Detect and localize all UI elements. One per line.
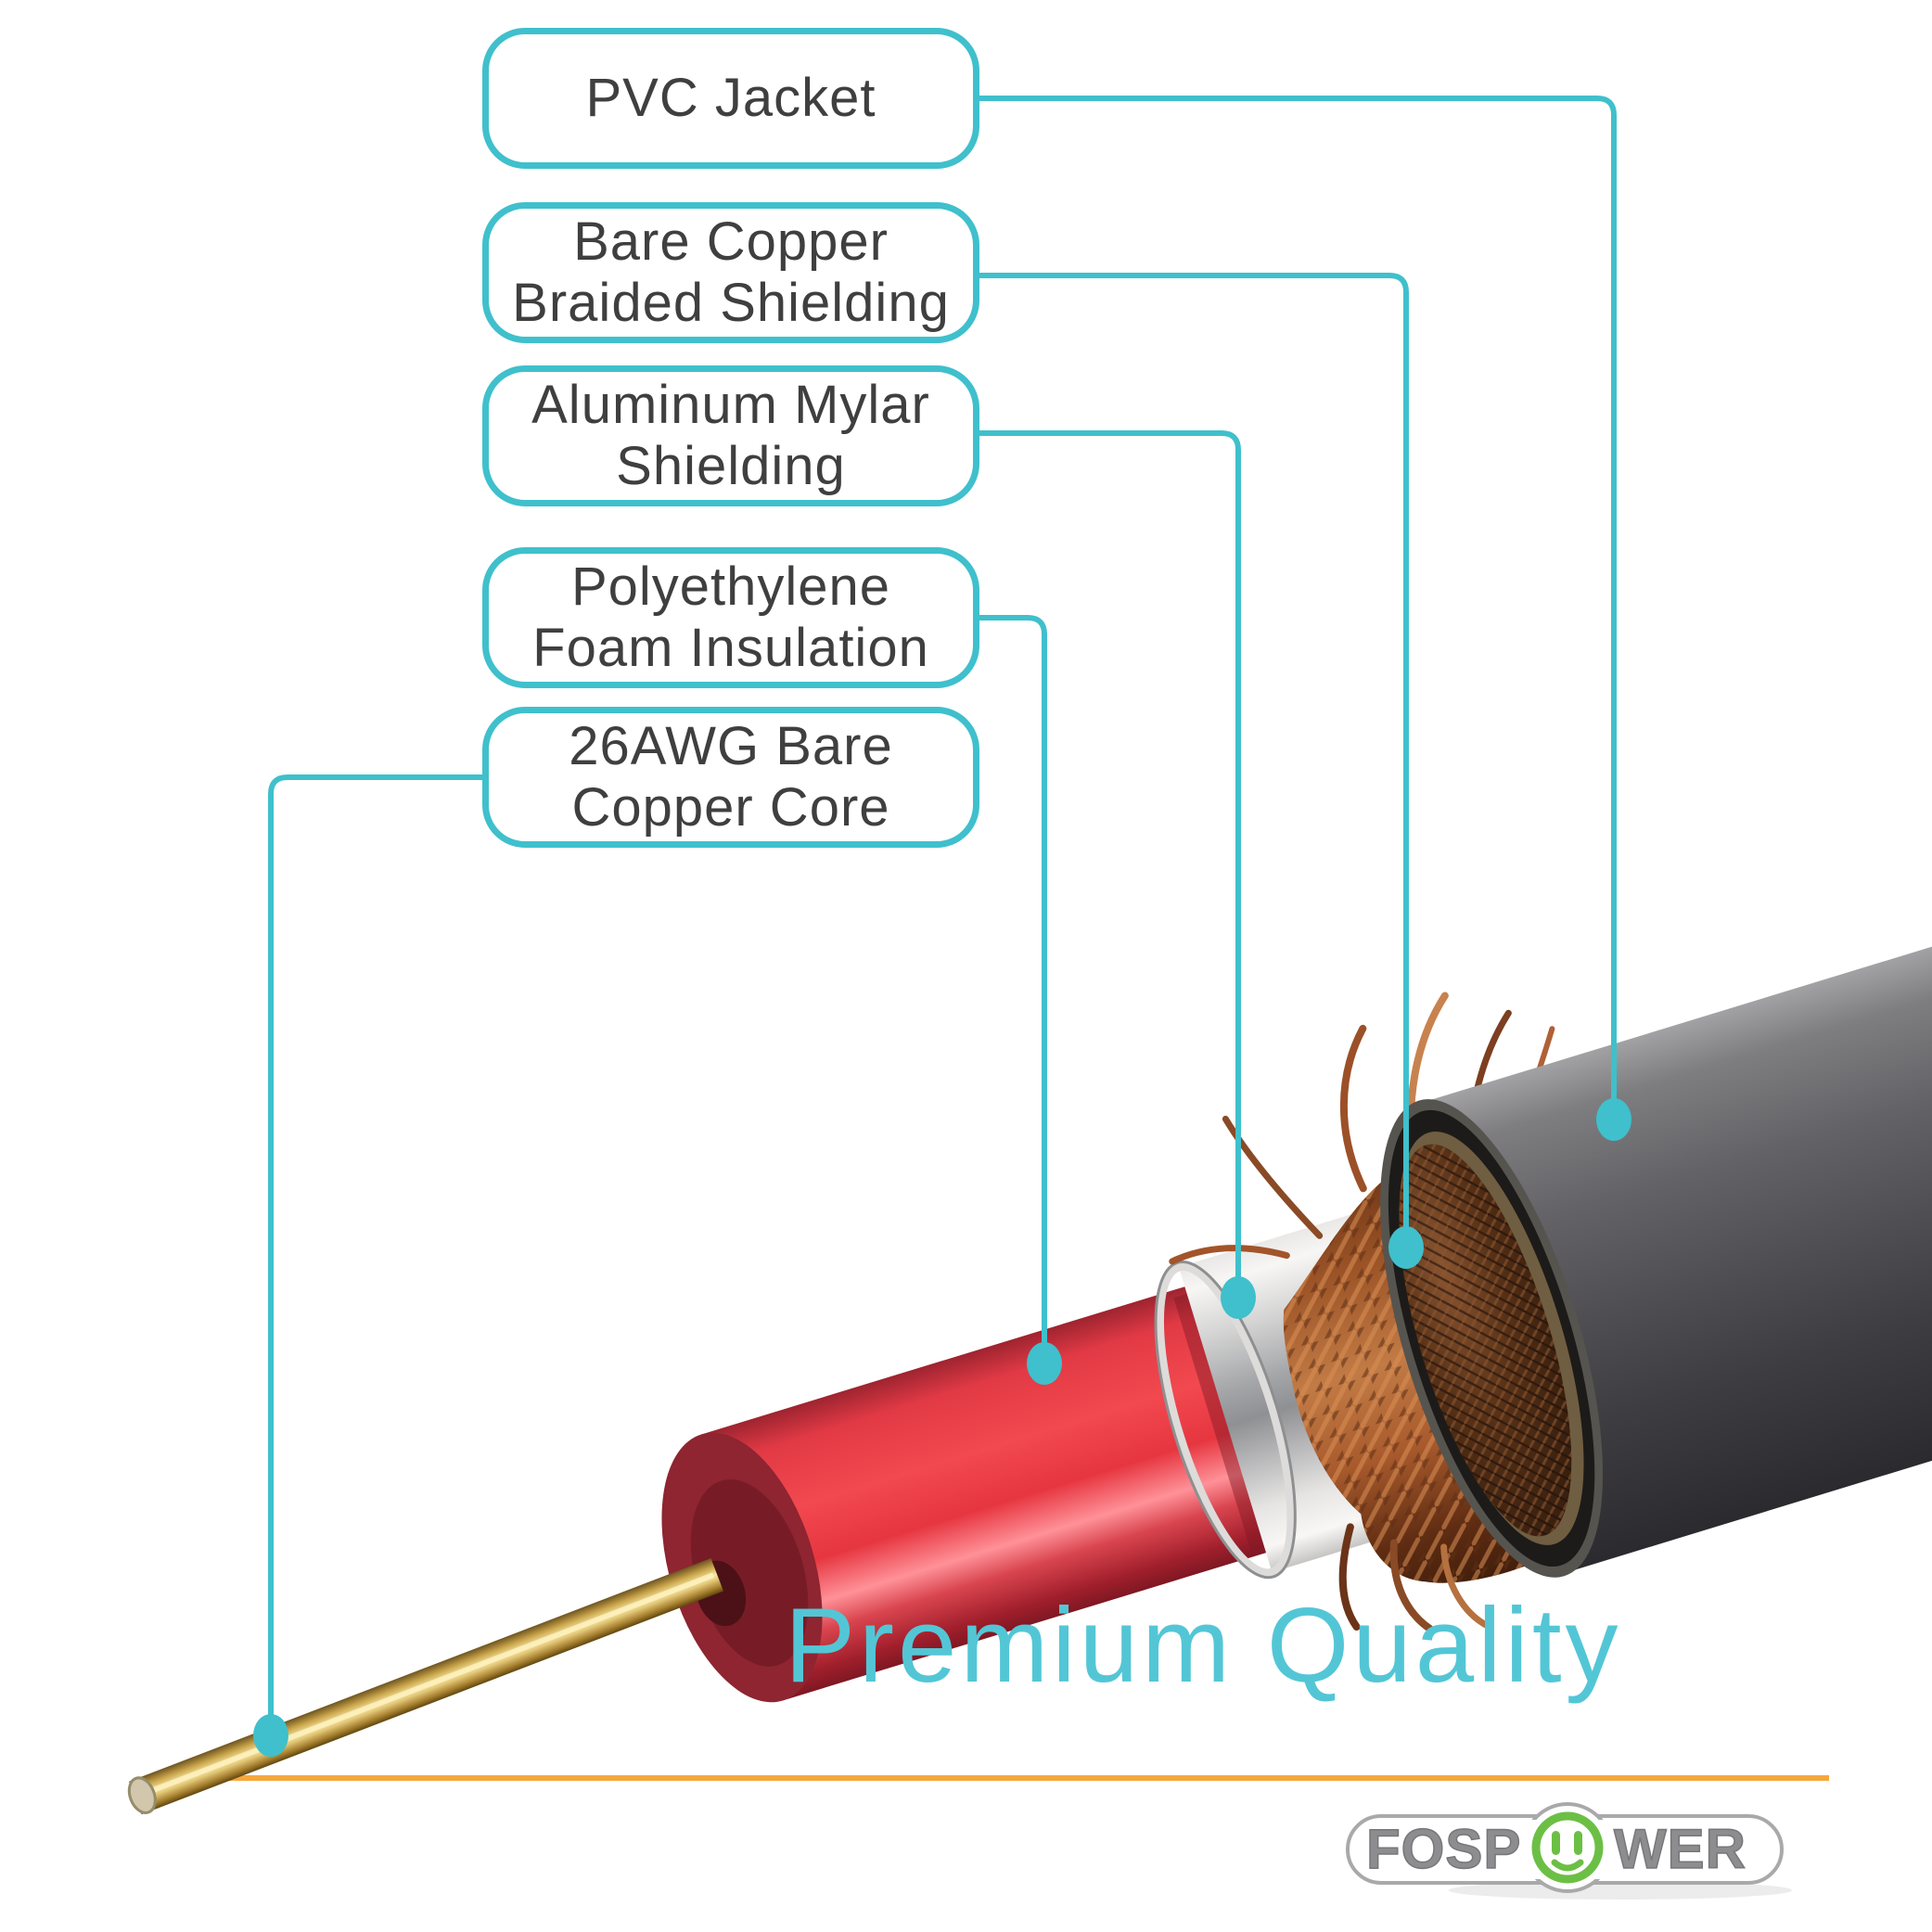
callout-label: Copper Core <box>571 777 890 838</box>
connector-copper-core <box>268 774 482 1715</box>
callout-connectors <box>268 96 1617 1715</box>
dot-copper-braid <box>1388 1226 1424 1269</box>
callout-label: Polyethylene <box>570 557 891 617</box>
callout-pe-foam: Polyethylene Foam Insulation <box>482 547 979 688</box>
callout-label: Braided Shielding <box>512 273 950 333</box>
fospower-logo: FOSP WER <box>1342 1794 1806 1905</box>
dot-copper-core <box>253 1714 288 1757</box>
dot-pvc-jacket <box>1596 1098 1631 1141</box>
connector-copper-braid <box>979 273 1409 1227</box>
dot-pe-foam <box>1027 1342 1062 1385</box>
callout-label: Foam Insulation <box>532 618 929 678</box>
logo-shadow <box>1449 1881 1792 1900</box>
pe-foam-insulation-layer <box>701 1286 1269 1701</box>
callout-label: Aluminum Mylar <box>531 375 930 435</box>
mylar-foil-edge <box>1155 1261 1296 1578</box>
connector-pvc-jacket <box>979 96 1617 1099</box>
callout-dots <box>253 1098 1631 1757</box>
logo-word-end: WER <box>1614 1818 1746 1880</box>
tagline: Premium Quality <box>785 1587 1622 1705</box>
pvc-jacket-layer <box>1419 897 1932 1574</box>
callout-label: Bare Copper <box>573 211 889 272</box>
stray-copper-strands-bottom <box>1338 1523 1491 1633</box>
callout-copper-core: 26AWG Bare Copper Core <box>482 707 979 848</box>
connector-aluminum-mylar <box>979 430 1241 1277</box>
fospower-logo-graphic: FOSP WER <box>1346 1802 1792 1900</box>
logo-word-start: FOSP <box>1366 1818 1521 1880</box>
callout-pvc-jacket: PVC Jacket <box>482 28 979 169</box>
dot-aluminum-mylar <box>1221 1276 1256 1319</box>
callout-aluminum-mylar: Aluminum Mylar Shielding <box>482 365 979 506</box>
braid-inside-jacket <box>1363 1126 1607 1555</box>
power-outlet-icon <box>1531 1811 1604 1884</box>
callout-label: PVC Jacket <box>585 68 876 128</box>
callout-label: 26AWG Bare <box>569 716 893 776</box>
orange-divider-line <box>195 1775 1829 1781</box>
wire-cut-tip <box>127 1776 157 1814</box>
mylar-foil-edge-outline <box>1154 1260 1297 1580</box>
callout-label: Shielding <box>616 436 846 496</box>
red-end-shadow <box>1173 1292 1270 1552</box>
connector-pe-foam <box>979 615 1047 1343</box>
callout-copper-braid: Bare Copper Braided Shielding <box>482 202 979 343</box>
